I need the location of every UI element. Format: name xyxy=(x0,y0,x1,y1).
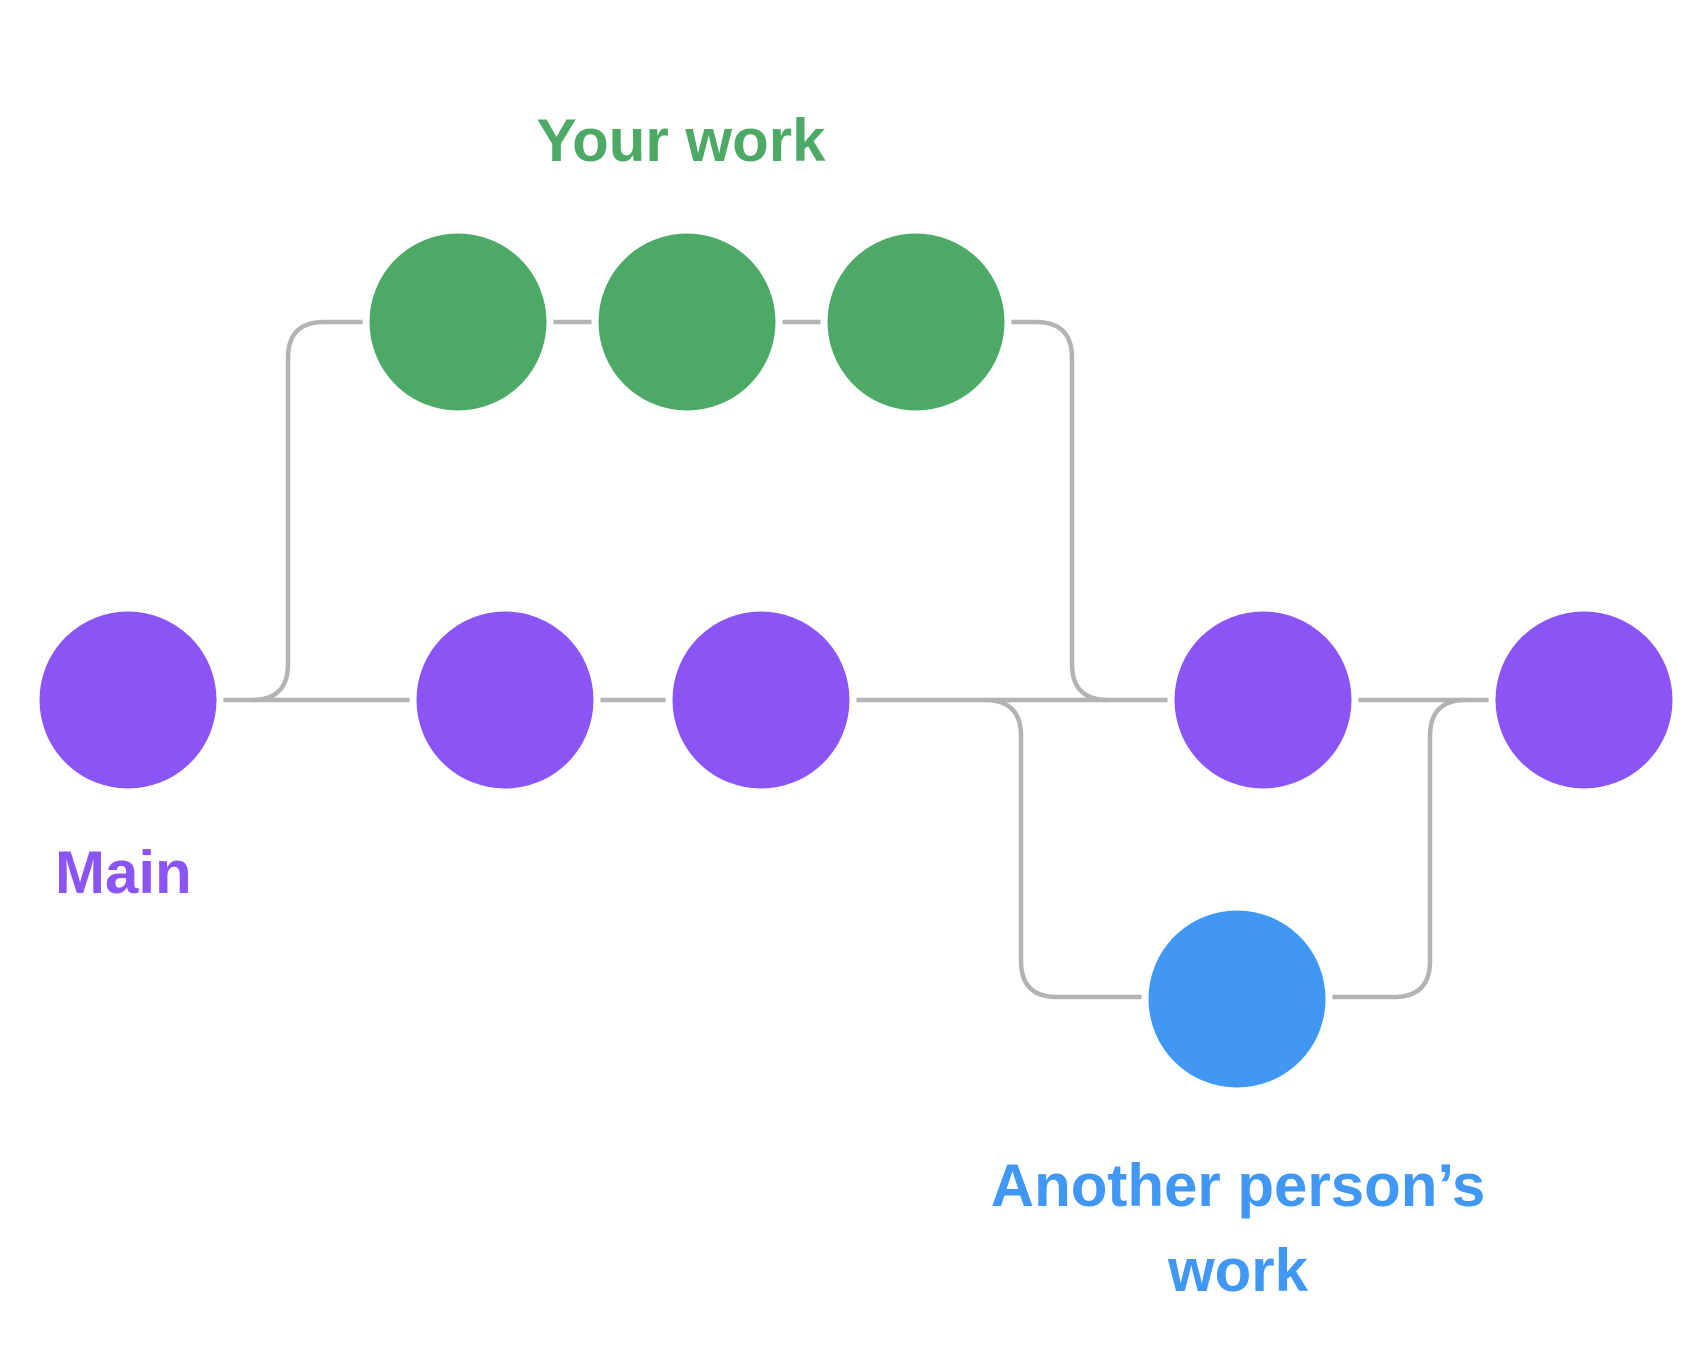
commit-node-main xyxy=(32,604,224,796)
commit-node-your-work xyxy=(362,226,554,418)
commit-node-main xyxy=(1167,604,1359,796)
commit-node-your-work xyxy=(820,226,1012,418)
branch-label-another-persons-work: Another person’s work xyxy=(990,1152,1486,1305)
branch-label-main: Main xyxy=(55,839,192,906)
branch-label-your-work: Your work xyxy=(536,107,826,174)
commit-node-main xyxy=(409,604,601,796)
commit-node-another-person xyxy=(1141,903,1333,1095)
commit-node-main xyxy=(665,604,857,796)
commit-node-your-work xyxy=(591,226,783,418)
commit-node-main xyxy=(1488,604,1680,796)
